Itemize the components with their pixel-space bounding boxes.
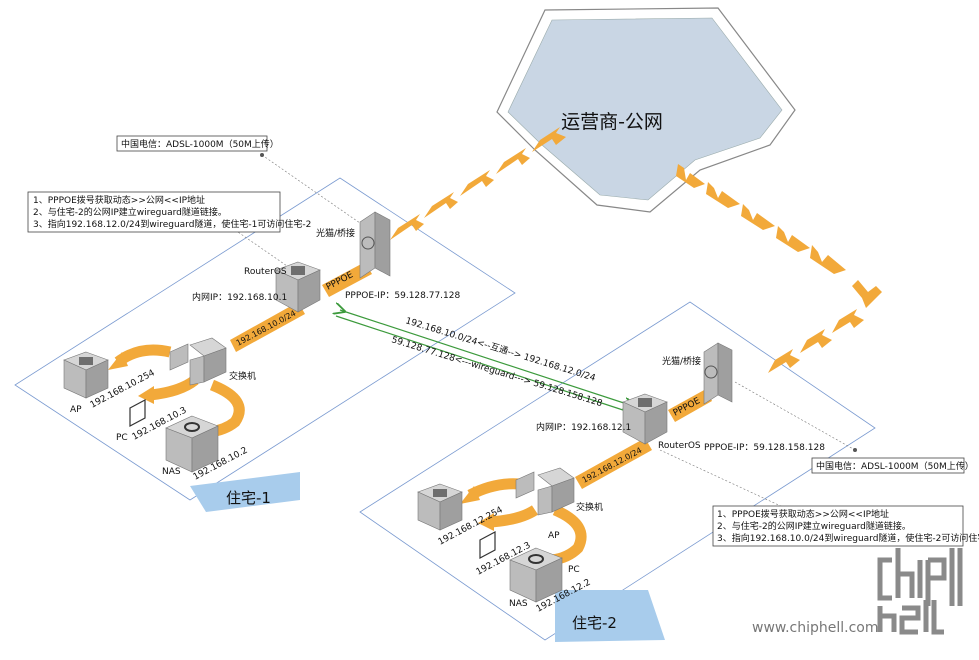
svg-text:RouterOS: RouterOS <box>244 267 287 277</box>
nas-icon <box>184 422 200 432</box>
house1-subnet-label: 192.168.10.0/24 <box>235 309 298 348</box>
isp-cloud: 运营商-公网 <box>496 7 796 213</box>
svg-text:交换机: 交换机 <box>229 370 256 382</box>
wifi-ap-icon <box>79 357 93 365</box>
svg-text:PPPOE-IP：59.128.77.128: PPPOE-IP：59.128.77.128 <box>345 291 460 301</box>
house2-config-note: 1、PPPOE拨号获取动态>>公网<<IP地址 2、与住宅-2的公网IP建立wi… <box>712 505 979 547</box>
chiphell-logo-icon <box>877 548 963 635</box>
svg-text:内网IP：192.168.10.1: 内网IP：192.168.10.1 <box>192 291 287 303</box>
svg-text:PC: PC <box>568 565 580 575</box>
house2-switch: 交换机 <box>515 467 603 516</box>
house1-router: RouterOS 内网IP：192.168.10.1 PPPOE-IP：59.1… <box>192 261 460 313</box>
svg-text:交换机: 交换机 <box>576 501 603 513</box>
leaders <box>234 154 856 509</box>
watermark-url: www.chiphell.com <box>752 620 878 636</box>
router-icon <box>638 398 652 407</box>
svg-text:1、PPPOE拨号获取动态>>公网<<IP地址: 1、PPPOE拨号获取动态>>公网<<IP地址 <box>33 194 205 206</box>
house1-switch: 交换机 <box>169 337 256 386</box>
router-icon <box>291 266 305 275</box>
house1-tag: 住宅-1 <box>226 489 271 507</box>
svg-text:RouterOS: RouterOS <box>658 441 701 451</box>
house2-bands: PPPOE 192.168.12.0/24 <box>460 389 712 566</box>
house1-platform: 住宅-1 <box>14 177 516 512</box>
house2-isp-note: 中国电信：ADSL-1000M（50M上传） <box>811 457 974 474</box>
house2-subnet-label: 192.168.12.0/24 <box>581 446 644 485</box>
fan-icon <box>361 236 375 250</box>
house1-isp-note: 中国电信：ADSL-1000M（50M上传） <box>116 135 279 152</box>
wan-arrows-house1 <box>390 127 566 240</box>
wifi-ap-icon <box>433 489 447 497</box>
nas-icon <box>528 554 544 564</box>
svg-text:光猫/桥接: 光猫/桥接 <box>316 227 355 239</box>
svg-text:AP: AP <box>70 405 82 415</box>
svg-text:3、指向192.168.10.0/24到wireguard隧: 3、指向192.168.10.0/24到wireguard隧道，使住宅-2可访问… <box>717 532 979 544</box>
house1-bands: PPPOE 192.168.10.0/24 <box>108 262 372 438</box>
svg-text:2、与住宅-2的公网IP建立wireguard隧道链接。: 2、与住宅-2的公网IP建立wireguard隧道链接。 <box>33 206 227 218</box>
svg-text:PC: PC <box>116 433 128 443</box>
svg-text:PPPOE-IP：59.128.158.128: PPPOE-IP：59.128.158.128 <box>704 443 825 453</box>
svg-text:光猫/桥接: 光猫/桥接 <box>662 355 701 367</box>
house2-platform: 住宅-2 <box>359 301 876 642</box>
svg-text:内网IP：192.168.12.1: 内网IP：192.168.12.1 <box>536 421 631 433</box>
svg-text:NAS: NAS <box>509 599 528 609</box>
svg-text:NAS: NAS <box>162 467 181 477</box>
chiphell-watermark: www.chiphell.com <box>752 548 963 636</box>
house1-config-note: 1、PPPOE拨号获取动态>>公网<<IP地址 2、与住宅-2的公网IP建立wi… <box>27 191 311 233</box>
wireguard-tunnel: 192.168.10.0/24<--互通--> 192.168.12.0/24 … <box>336 310 630 412</box>
svg-text:AP: AP <box>548 531 560 541</box>
svg-text:3、指向192.168.12.0/24到wireguard隧: 3、指向192.168.12.0/24到wireguard隧道，使住宅-1可访问… <box>33 218 311 230</box>
house2-router: RouterOS 内网IP：192.168.12.1 PPPOE-IP：59.1… <box>536 393 825 453</box>
house2-modem: 光猫/桥接 <box>662 342 733 405</box>
monitor-icon <box>129 399 146 427</box>
fan-icon <box>704 365 718 379</box>
wan-arrows-house2 <box>676 164 882 373</box>
svg-text:中国电信：ADSL-1000M（50M上传）: 中国电信：ADSL-1000M（50M上传） <box>121 138 279 150</box>
isp-cloud-label: 运营商-公网 <box>561 111 663 133</box>
house1-modem: 光猫/桥接 <box>316 211 391 279</box>
svg-text:中国电信：ADSL-1000M（50M上传）: 中国电信：ADSL-1000M（50M上传） <box>816 460 974 472</box>
monitor-icon <box>479 531 496 559</box>
house2-tag: 住宅-2 <box>572 614 617 632</box>
svg-text:1、PPPOE拨号获取动态>>公网<<IP地址: 1、PPPOE拨号获取动态>>公网<<IP地址 <box>717 508 889 520</box>
svg-text:2、与住宅-2的公网IP建立wireguard隧道链接。: 2、与住宅-2的公网IP建立wireguard隧道链接。 <box>717 520 911 532</box>
